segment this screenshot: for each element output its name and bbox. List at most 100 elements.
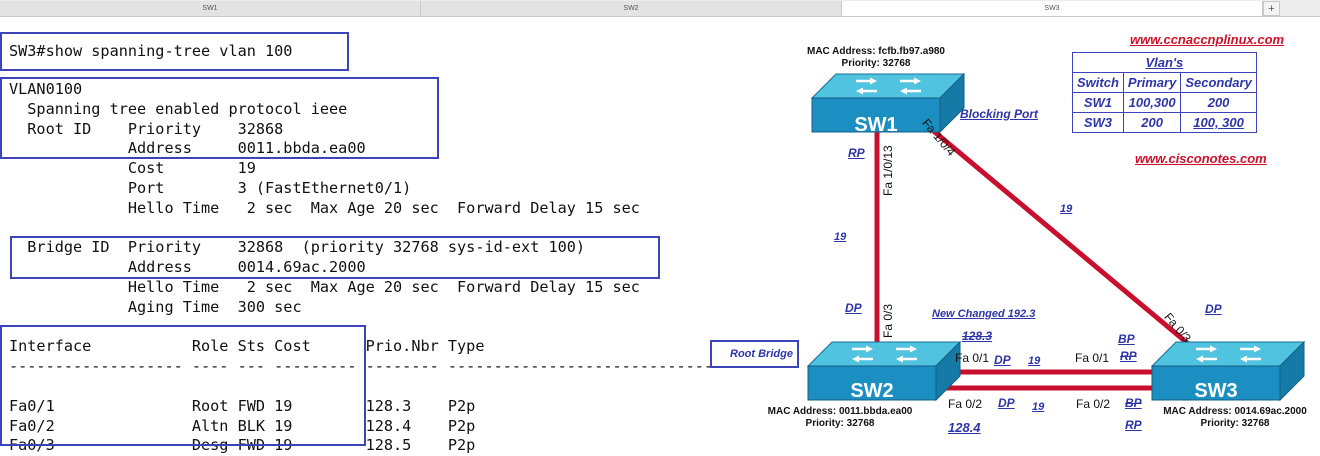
- switch-side-face: [935, 340, 961, 402]
- table-row: SW3 200 100, 300: [1072, 112, 1257, 133]
- vlan-table-title-row: Vlan's: [1072, 52, 1257, 73]
- table-row: SW1 100,300 200: [1072, 92, 1257, 113]
- terminal-command: SW3#show spanning-tree vlan 100: [9, 42, 293, 60]
- cost-label-sw1-sw2: 19: [834, 231, 847, 243]
- sw2-mac: MAC Address: 0011.bbda.ea00: [767, 406, 913, 417]
- switch-sw3-icon[interactable]: [1150, 340, 1306, 402]
- tab-sw1[interactable]: SW1: [0, 1, 421, 16]
- terminal-line: Hello Time 2 sec Max Age 20 sec Forward …: [9, 277, 640, 296]
- blocking-port-label: Blocking Port: [960, 107, 1039, 121]
- terminal-line: Aging Time 300 sec: [9, 297, 302, 316]
- links: [874, 116, 1200, 391]
- tab-bar: SW1 SW2 SW3 +: [0, 0, 1320, 17]
- cost-label-fa0-2: 19: [1032, 401, 1045, 413]
- link-sw1-sw3: [916, 116, 1200, 354]
- site-link-ccnaccnplinux[interactable]: www.ccnaccnplinux.com: [1130, 32, 1285, 47]
- sw1-mac-label: MAC Address: fcfb.fb97.a980 Priority: 32…: [790, 46, 962, 70]
- terminal-line: Root ID Priority 32868: [9, 119, 284, 138]
- highlight-box-interfaces: [0, 325, 366, 446]
- table-cell: SW3: [1072, 112, 1124, 133]
- switch-side-face: [1279, 340, 1305, 402]
- terminal-line: VLAN0100: [9, 80, 83, 98]
- port-sw2-fa0-3: Fa 0/3: [881, 303, 895, 338]
- arrow-icon: [896, 355, 917, 363]
- sw2-mac-label: MAC Address: 0011.bbda.ea00 Priority: 32…: [750, 406, 930, 430]
- arrow-icon: [900, 87, 921, 95]
- switch-sw1-icon[interactable]: [810, 72, 966, 134]
- vlan-table-header: Primary: [1122, 72, 1182, 93]
- terminal-line: Address 0011.bbda.ea00: [9, 139, 366, 158]
- port-sw2-fa0-1: Fa 0/1: [955, 351, 990, 365]
- arrow-icon: [856, 87, 877, 95]
- switch-top-face: [806, 341, 962, 367]
- switch-sw2-icon[interactable]: [806, 340, 962, 402]
- dp-label-sw3-fa0-3: DP: [1205, 302, 1222, 316]
- terminal-line: Fa0/1 Root FWD 19 128.3 P2p: [9, 396, 476, 415]
- switch-top-face: [1150, 341, 1306, 367]
- arrow-icon: [1196, 355, 1217, 363]
- root-bridge-box: [710, 340, 799, 368]
- dp-label-sw2-top: DP: [845, 301, 862, 315]
- arrow-icon: [1240, 355, 1261, 363]
- table-cell: 200: [1180, 92, 1257, 113]
- highlight-box-root-id: [0, 77, 439, 159]
- arrow-icon: [852, 355, 873, 363]
- highlight-box-bridge-id: [10, 236, 660, 279]
- port-sw1-fa1-0-13: Fa 1/0/13: [881, 145, 895, 196]
- table-cell: 200: [1122, 112, 1182, 133]
- sw3-priority: Priority: 32768: [1200, 418, 1270, 429]
- old-prio-128-3: 128.3: [962, 329, 993, 343]
- vlan-table-header-row: Switch Primary Secondary: [1072, 72, 1257, 93]
- switch-front-face: [811, 97, 941, 133]
- switch-top-face: [810, 73, 966, 99]
- bp-label-sw3-fa0-1: BP: [1118, 332, 1135, 346]
- new-tab-button[interactable]: +: [1263, 1, 1280, 16]
- dp-label-sw2-fa0-2: DP: [998, 396, 1015, 410]
- vlan-table-title: Vlan's: [1072, 52, 1257, 73]
- tab-sw2[interactable]: SW2: [421, 1, 842, 16]
- bp-label-sw3-fa0-2: BP: [1125, 396, 1142, 410]
- tab-sw3[interactable]: SW3: [842, 1, 1263, 16]
- terminal-line: ------------------- ---- --- --------- -…: [9, 357, 741, 376]
- site-link-cisconotes[interactable]: www.cisconotes.com: [1135, 151, 1267, 166]
- terminal-line: Hello Time 2 sec Max Age 20 sec Forward …: [9, 198, 640, 217]
- arrow-icon: [1196, 345, 1217, 353]
- rp-label-sw3-fa0-2: RP: [1125, 418, 1142, 432]
- sw1-mac: MAC Address: fcfb.fb97.a980: [807, 46, 945, 57]
- sw3-mac: MAC Address: 0014.69ac.2000: [1163, 406, 1307, 417]
- prio-128-4-label: 128.4: [948, 420, 981, 435]
- arrow-icon: [896, 345, 917, 353]
- switch-label-sw2: SW2: [850, 380, 894, 402]
- terminal-line: Fa0/2 Altn BLK 19 128.4 P2p: [9, 416, 476, 435]
- vlan-table: Vlan's Switch Primary Secondary SW1 100,…: [1072, 52, 1257, 133]
- root-bridge-label: Root Bridge: [730, 348, 793, 360]
- terminal-line: Spanning tree enabled protocol ieee: [9, 99, 348, 118]
- arrow-icon: [1240, 345, 1261, 353]
- dp-label-sw2-fa0-1: DP: [994, 353, 1011, 367]
- switch-front-face: [1151, 365, 1281, 401]
- port-sw2-fa0-2: Fa 0/2: [948, 397, 983, 411]
- arrow-icon: [856, 77, 877, 85]
- cost-label-sw1-sw3: 19: [1060, 203, 1073, 215]
- cost-label-fa0-1: 19: [1028, 355, 1041, 367]
- table-cell: SW1: [1072, 92, 1124, 113]
- switch-label-sw1: SW1: [854, 114, 898, 136]
- highlight-box-command: [0, 32, 349, 71]
- rp-label-sw3-fa0-1: RP: [1120, 349, 1137, 363]
- arrow-icon: [852, 345, 873, 353]
- vlan-table-header: Switch: [1072, 72, 1124, 93]
- terminal-line: Cost 19: [9, 159, 256, 178]
- terminal-line: Port 3 (FastEthernet0/1): [9, 178, 412, 197]
- terminal-line: Bridge ID Priority 32868 (priority 32768…: [9, 238, 586, 257]
- sw3-mac-label: MAC Address: 0014.69ac.2000 Priority: 32…: [1150, 406, 1320, 430]
- new-changed-label: New Changed 192.3: [932, 308, 1036, 320]
- arrow-icon: [900, 77, 921, 85]
- switch-front-face: [807, 365, 937, 401]
- table-cell: 100, 300: [1180, 112, 1257, 133]
- terminal-line: Address 0014.69ac.2000: [9, 258, 366, 277]
- rp-label-sw1: RP: [848, 146, 865, 160]
- switch-label-sw3: SW3: [1194, 380, 1238, 402]
- port-sw3-fa0-2: Fa 0/2: [1076, 397, 1111, 411]
- sw2-priority: Priority: 32768: [805, 418, 875, 429]
